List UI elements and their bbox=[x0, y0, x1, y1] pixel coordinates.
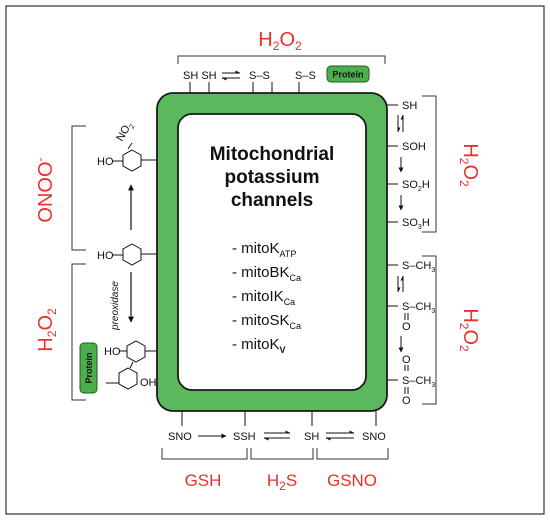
nitro-group: NO2 bbox=[114, 120, 136, 145]
bottom-ssh: SSH bbox=[233, 431, 256, 443]
nitrotyrosine-ring bbox=[122, 149, 142, 172]
left-onoo-label: ONOO- bbox=[33, 157, 57, 222]
top-bracket bbox=[177, 55, 386, 64]
dityrosine-link bbox=[129, 361, 134, 369]
bottom-gsh-label: GSH bbox=[185, 471, 222, 490]
right-sch3-3: S–CH3 bbox=[402, 375, 435, 389]
right-oxygen-3a: O bbox=[402, 354, 411, 366]
tyrosine-ring bbox=[122, 243, 142, 266]
left-protein-box bbox=[79, 342, 98, 394]
right-sh: SH bbox=[402, 100, 417, 112]
right-sch3-2: S–CH3 bbox=[402, 301, 435, 315]
top-h2o2-label: H2O2 bbox=[258, 29, 302, 53]
nitrotyrosine-ho: HO bbox=[97, 156, 114, 168]
top-disulfide-1: S–S bbox=[249, 70, 270, 82]
right-soh: SOH bbox=[402, 141, 426, 153]
left-lower-bracket bbox=[71, 263, 86, 401]
channel-item-katp: - mitoKATP bbox=[232, 240, 296, 259]
channel-interior bbox=[177, 113, 367, 391]
bottom-bracket-gsh bbox=[161, 448, 248, 460]
right-upper-h2o2-label: H2O2 bbox=[457, 143, 481, 187]
peroxidase-label: preoxidase bbox=[110, 281, 121, 331]
channel-item-skca: - mitoSKCa bbox=[232, 312, 301, 331]
bottom-bracket-h2s bbox=[250, 448, 314, 460]
top-disulfide-2: S–S bbox=[295, 70, 316, 82]
left-protein-label: Protein bbox=[84, 352, 94, 383]
right-lower-h2o2-label: H2O2 bbox=[457, 308, 481, 352]
bottom-gsno-label: GSNO bbox=[327, 471, 377, 490]
channel-item-kv: - mitoKV bbox=[232, 336, 286, 355]
channel-title-line-3: channels bbox=[231, 190, 313, 211]
channel-title-line-2: potassium bbox=[224, 167, 319, 188]
channel-item-bkca: - mitoBKCa bbox=[232, 264, 301, 283]
right-sch3-1: S–CH3 bbox=[402, 260, 435, 274]
right-so3h: SO3H bbox=[402, 217, 430, 231]
nitro-bond bbox=[127, 142, 133, 150]
channel-title-line-1: Mitochondrial bbox=[210, 144, 335, 165]
tyrosine-ho: HO bbox=[97, 250, 114, 262]
figure-frame bbox=[5, 5, 545, 515]
dityrosine-ring-2 bbox=[118, 367, 138, 390]
right-so2h: SO2H bbox=[402, 179, 430, 193]
channel-item-ikca: - mitoIKCa bbox=[232, 288, 295, 307]
right-oxygen-2: O bbox=[402, 321, 411, 333]
top-protein-label: Protein bbox=[332, 70, 363, 80]
left-h2o2-label: H2O2 bbox=[35, 308, 59, 352]
top-protein-box bbox=[326, 65, 370, 83]
top-sh-pair: SH SH bbox=[183, 70, 217, 82]
left-upper-bracket bbox=[71, 125, 86, 251]
bottom-sno-2: SNO bbox=[362, 431, 386, 443]
right-oxygen-3b: O bbox=[402, 395, 411, 407]
bottom-sno-1: SNO bbox=[168, 431, 192, 443]
bottom-bracket-gsno bbox=[316, 448, 389, 460]
dityrosine-ho: HO bbox=[104, 346, 121, 358]
right-lower-bracket bbox=[422, 255, 437, 405]
dityrosine-ring-1 bbox=[126, 340, 146, 363]
dityrosine-oh: OH bbox=[140, 377, 157, 389]
bottom-sh: SH bbox=[304, 431, 319, 443]
bottom-h2s-label: H2S bbox=[267, 471, 297, 493]
right-upper-bracket bbox=[422, 95, 437, 233]
